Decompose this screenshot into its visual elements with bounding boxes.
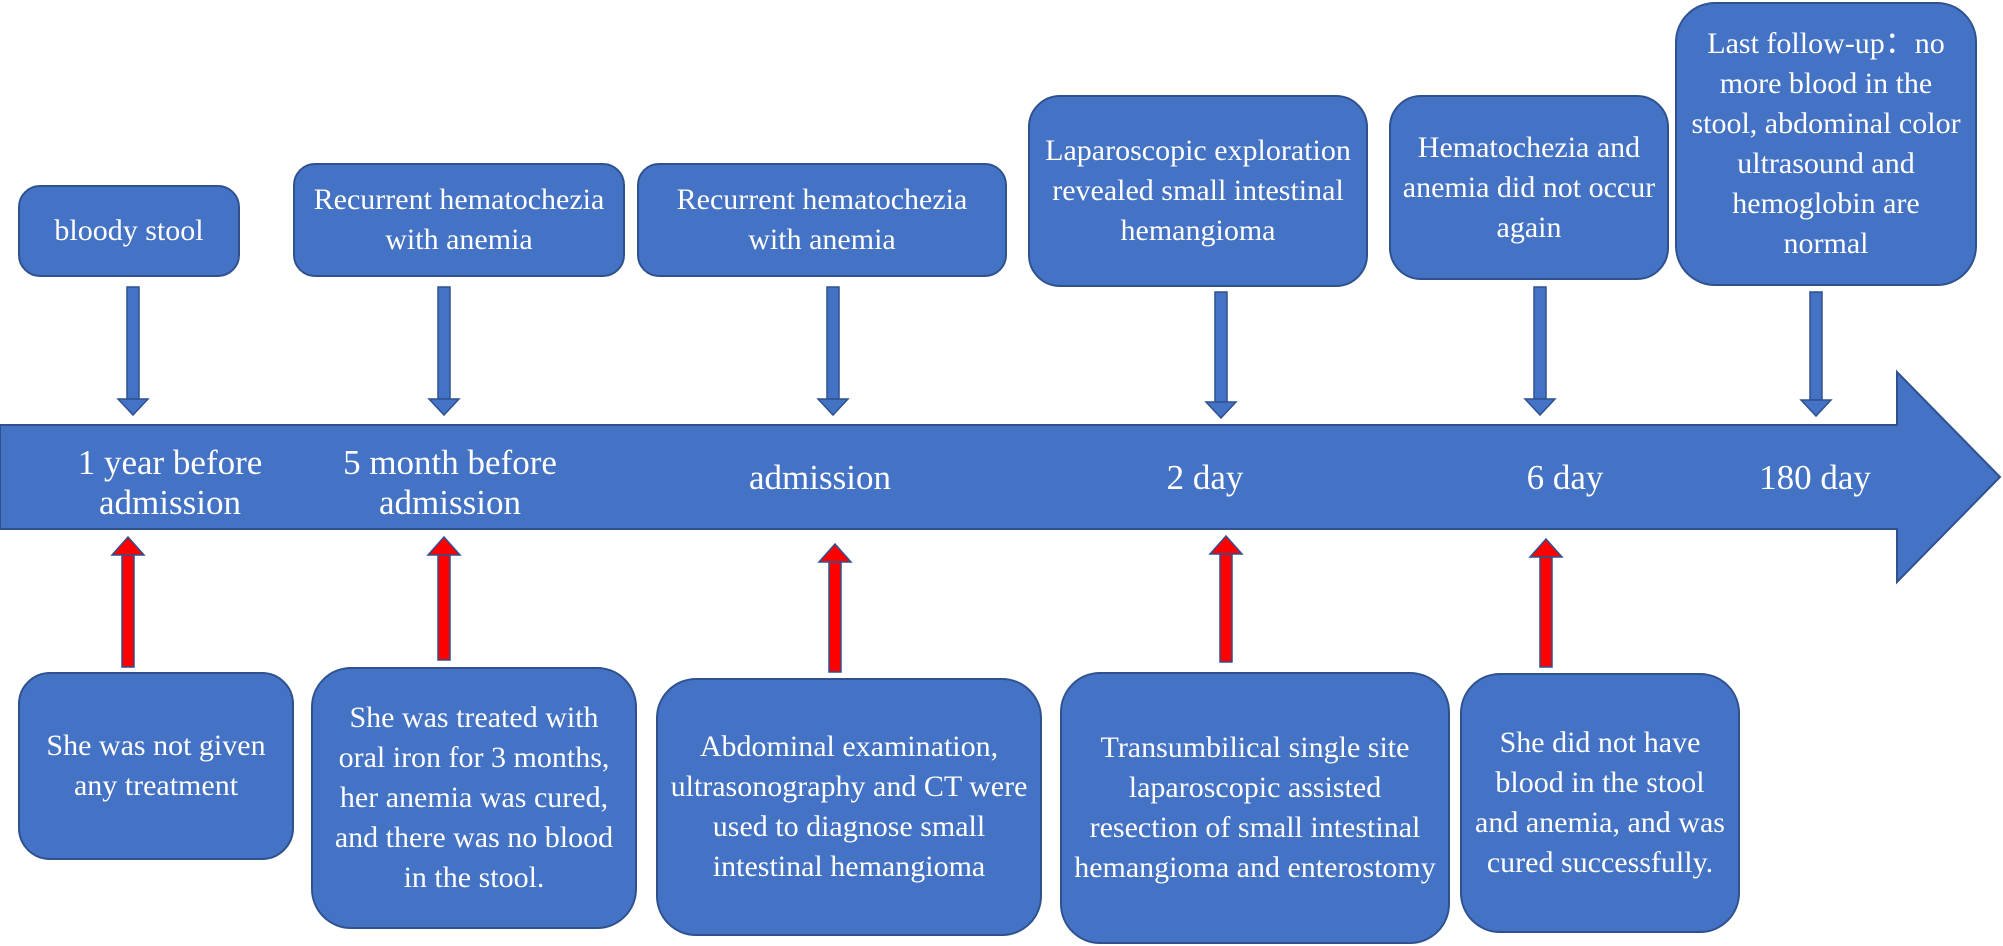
bottom-event-text: She was treated with oral iron for 3 mon… <box>334 701 614 894</box>
down-arrow <box>816 286 850 417</box>
down-arrow <box>1799 291 1833 418</box>
bottom-event-text: Transumbilical single site laparoscopic … <box>1074 731 1436 884</box>
top-event-text: Hematochezia and anemia did not occur ag… <box>1402 130 1656 244</box>
top-event-text: Laparoscopic exploration revealed small … <box>1045 134 1351 247</box>
up-arrow <box>1208 534 1244 663</box>
timeline-label: 1 year before admission <box>77 443 263 522</box>
bottom-event-box: She was treated with oral iron for 3 mon… <box>311 667 637 929</box>
top-event-box: Hematochezia and anemia did not occur ag… <box>1389 95 1669 280</box>
down-arrow <box>116 286 150 417</box>
bottom-event-text: She did not have blood in the stool and … <box>1475 726 1725 879</box>
down-arrow <box>1523 286 1557 417</box>
top-event-text: Last follow-up：no more blood in the stoo… <box>1691 27 1961 260</box>
top-event-box: Last follow-up：no more blood in the stoo… <box>1675 2 1977 286</box>
top-event-text: bloody stool <box>54 214 204 247</box>
timeline-label: admission <box>749 458 891 497</box>
bottom-event-box: Abdominal examination, ultrasonography a… <box>656 678 1042 936</box>
timeline-label: 2 day <box>1166 458 1244 497</box>
up-arrow <box>110 535 146 668</box>
top-event-box: Recurrent hematochezia with anemia <box>637 163 1007 277</box>
bottom-event-box: She did not have blood in the stool and … <box>1460 673 1740 933</box>
top-event-box: Laparoscopic exploration revealed small … <box>1028 95 1368 287</box>
timeline-label: 5 month before admission <box>343 443 557 522</box>
down-arrow <box>427 286 461 417</box>
down-arrow <box>1204 291 1238 420</box>
timeline-label: 6 day <box>1526 458 1604 497</box>
timeline-arrow <box>0 369 2002 585</box>
bottom-event-text: Abdominal examination, ultrasonography a… <box>670 730 1028 883</box>
timeline-label: 180 day <box>1759 458 1871 497</box>
up-arrow <box>817 542 853 673</box>
up-arrow <box>1528 537 1564 668</box>
bottom-event-text: She was not given any treatment <box>46 729 266 802</box>
bottom-event-box: She was not given any treatment <box>18 672 294 860</box>
top-event-text: Recurrent hematochezia with anemia <box>676 183 968 256</box>
up-arrow <box>426 535 462 661</box>
top-event-box: bloody stool <box>18 185 240 277</box>
bottom-event-box: Transumbilical single site laparoscopic … <box>1060 672 1450 944</box>
top-event-text: Recurrent hematochezia with anemia <box>313 183 605 256</box>
top-event-box: Recurrent hematochezia with anemia <box>293 163 625 277</box>
